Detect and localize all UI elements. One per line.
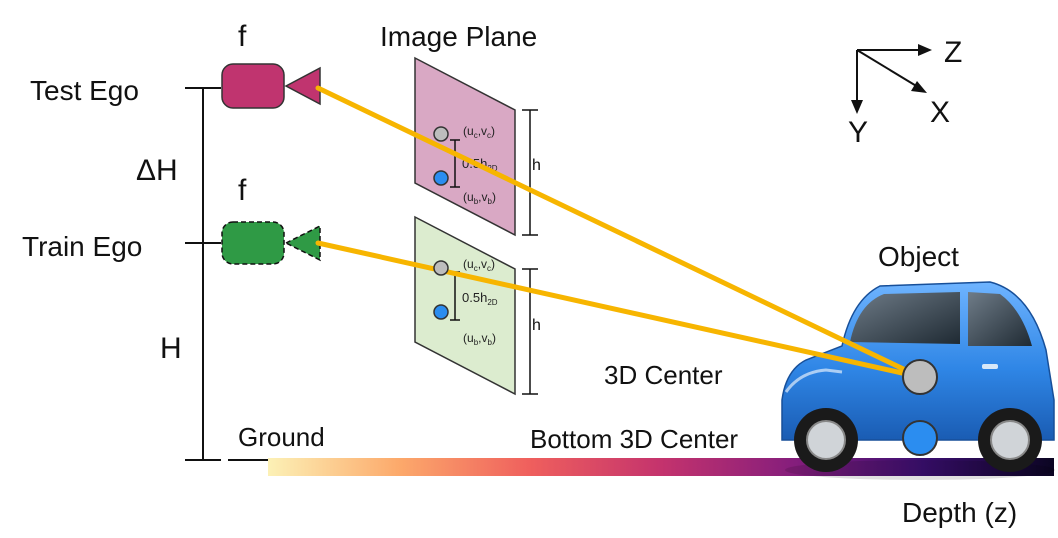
train-center-point [433,260,449,276]
depth-label: Depth (z) [902,497,1017,528]
height-scale [185,87,221,461]
bottom-center-3d-label: Bottom 3D Center [530,424,738,454]
test-camera-lens [284,66,321,106]
train-camera-lens [284,224,321,262]
image-plane-label: Image Plane [380,21,537,52]
train-half-height-label: 0.5h2D [462,290,498,307]
axes-icon [851,44,932,114]
test-bottom-point [433,170,449,186]
delta-h-label: ΔH [136,154,178,187]
car-door-handle [982,364,998,369]
train-image-plane [414,215,516,396]
object-label: Object [878,241,959,272]
test-center-point [433,126,449,142]
train-camera-body [221,221,285,265]
test-ego-label: Test Ego [30,75,139,106]
test-plane-height-label: h [532,157,541,174]
center-3d-label: 3D Center [604,360,723,390]
depth-gradient-bar [268,458,1054,476]
train-bottom-coords: (ub,vb) [463,331,496,347]
test-bottom-coords: (ub,vb) [463,190,496,206]
object-bottom-center-point [902,420,938,456]
axis-x-label: X [930,96,950,129]
axis-z-arrowhead [918,44,932,56]
train-plane-height-label: h [532,317,541,334]
object-3d-center-point [902,359,938,395]
car-rear-hub [990,420,1030,460]
height-h-label: H [160,332,182,365]
axis-y-label: Y [848,116,868,149]
test-camera-icon [221,63,321,109]
axis-x-line [856,49,919,88]
focal-length-train-label: f [238,174,247,207]
car-front-hub [806,420,846,460]
car-shadow [785,460,1055,480]
axis-x-arrowhead [911,81,927,93]
train-bottom-point [433,304,449,320]
train-ray [315,240,923,380]
projection-rays [315,85,923,380]
car-front-window [850,292,960,344]
test-camera-body [221,63,285,109]
car-highlight [784,368,843,393]
train-camera-icon [221,221,321,265]
test-ray [315,85,923,380]
axis-y-arrowhead [851,100,863,114]
train-center-coords: (uc,vc) [463,257,495,273]
axis-z-label: Z [944,36,962,69]
ground-label: Ground [238,422,325,452]
test-image-plane [414,56,516,237]
train-ego-label: Train Ego [22,231,142,262]
half-height-brackets [450,139,460,321]
car-rear-window [968,292,1032,346]
focal-length-test-label: f [238,20,247,53]
test-center-coords: (uc,vc) [463,124,495,140]
plane-height-brackets [522,109,538,395]
